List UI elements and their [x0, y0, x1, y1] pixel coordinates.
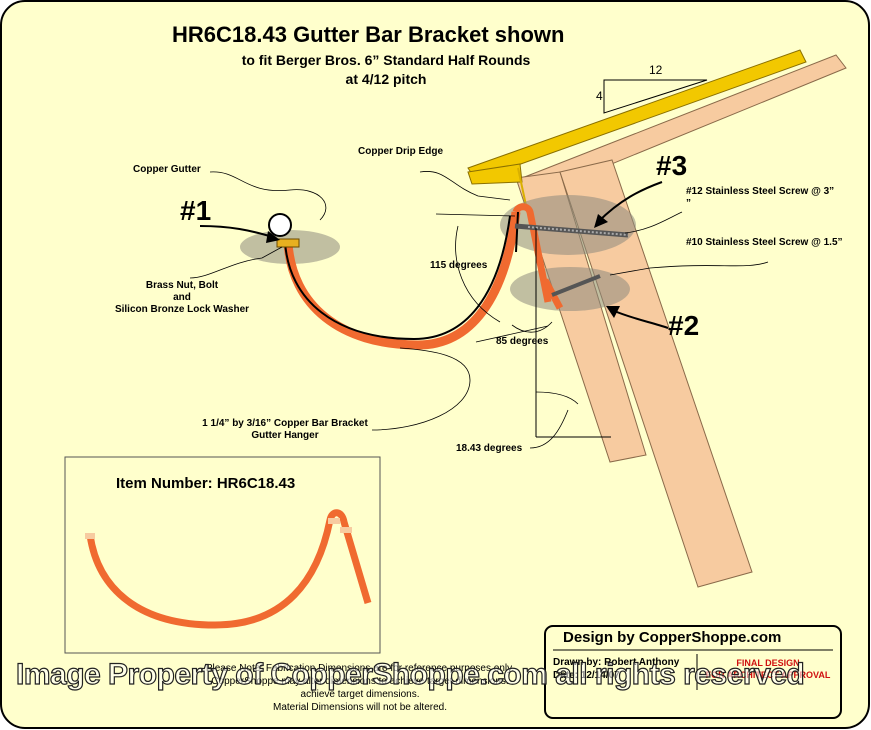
rafter-vertical-board: [559, 159, 753, 588]
angle-arc-115: [455, 225, 501, 323]
item-bracket-shape: [86, 509, 372, 629]
leader-screw-12: [624, 211, 683, 234]
screw-12-thread: [527, 226, 629, 236]
leader-screw-10: [609, 261, 769, 276]
label-brass-line-1: Brass Nut, Bolt: [145, 280, 219, 291]
item-bracket-tab-3: [340, 527, 352, 533]
callout-arrow-3: [597, 181, 663, 223]
leader-115: [435, 213, 516, 217]
pitch-triangle: [603, 79, 708, 114]
bracket-hook: [512, 203, 552, 303]
angle-label-115: 115 degrees: [430, 260, 488, 271]
bracket-dark-edge: [515, 211, 519, 253]
callout-arrowhead-3: [594, 214, 608, 228]
note-line-2: CopperShoppe may alter dimensions to ach…: [211, 676, 509, 687]
callout-3: #3: [656, 150, 688, 181]
gutter-bead: [268, 213, 292, 237]
label-screw-10: #10 Stainless Steel Screw @ 1.5”: [686, 237, 843, 248]
label-screw-12: #12 Stainless Steel Screw @ 3”: [686, 186, 835, 197]
item-number: Item Number: HR6C18.43: [116, 475, 296, 492]
label-screw-12-cont: ”: [686, 198, 691, 209]
callout-2: #2: [668, 310, 700, 341]
leader-85: [475, 325, 549, 343]
leader-drip-edge: [419, 171, 511, 201]
label-copper-drip-edge: Copper Drip Edge: [358, 146, 444, 157]
title-block-date: Date: 12/14/07: [553, 670, 620, 681]
leader-brass: [189, 246, 283, 279]
item-box: [64, 456, 381, 654]
pitch-run-label: 12: [649, 63, 663, 77]
angle-arc-85: [511, 321, 553, 333]
item-bracket-tab-2: [328, 518, 340, 524]
title-block-status-1: FINAL DESIGN: [736, 658, 800, 668]
label-brass-line-2: and: [173, 292, 191, 303]
leader-1843: [529, 409, 569, 449]
gutter-edge: [284, 215, 511, 341]
brass-nut-bolt: [276, 238, 300, 248]
callout-1: #1: [180, 195, 212, 226]
note-line-3: achieve target dimensions.: [300, 689, 420, 700]
subtitle-line-2: at 4/12 pitch: [345, 71, 427, 87]
title-block-drawn-by: Drawn by: Robert Anthony: [553, 657, 680, 668]
page-title: HR6C18.43 Gutter Bar Bracket shown: [172, 22, 565, 47]
leader-bracket: [371, 347, 471, 431]
item-bracket-tab-1: [85, 533, 95, 539]
angle-arc-1843: [535, 391, 579, 405]
label-copper-gutter: Copper Gutter: [133, 164, 201, 175]
pitch-rise-label: 4: [596, 89, 603, 103]
note-line-1: Please Note: Fabrication Dimensions are …: [205, 663, 515, 674]
note-line-4: Material Dimensions will not be altered.: [273, 702, 447, 713]
label-bracket-line-1: 1 1/4” by 3/16” Copper Bar Bracket: [202, 418, 368, 429]
angle-label-85: 85 degrees: [496, 336, 549, 347]
leader-copper-gutter: [209, 171, 327, 221]
callout-arrowhead-1: [266, 231, 280, 243]
callout-arrowhead-2: [606, 306, 620, 318]
screw-10: [551, 274, 601, 297]
title-block-heading: Design by CopperShoppe.com: [563, 629, 782, 646]
label-brass-line-3: Silicon Bronze Lock Washer: [114, 304, 250, 315]
watermark: Image Property of CopperShoppe.com all r…: [15, 657, 805, 691]
label-bracket-line-2: Gutter Hanger: [251, 430, 319, 441]
angle-label-1843: 18.43 degrees: [456, 443, 523, 454]
title-block: [544, 625, 842, 719]
subtitle-line-1: to fit Berger Bros. 6” Standard Half Rou…: [241, 52, 531, 68]
title-block-status-2: FOR ARCHITECT APPROVAL: [705, 670, 831, 680]
